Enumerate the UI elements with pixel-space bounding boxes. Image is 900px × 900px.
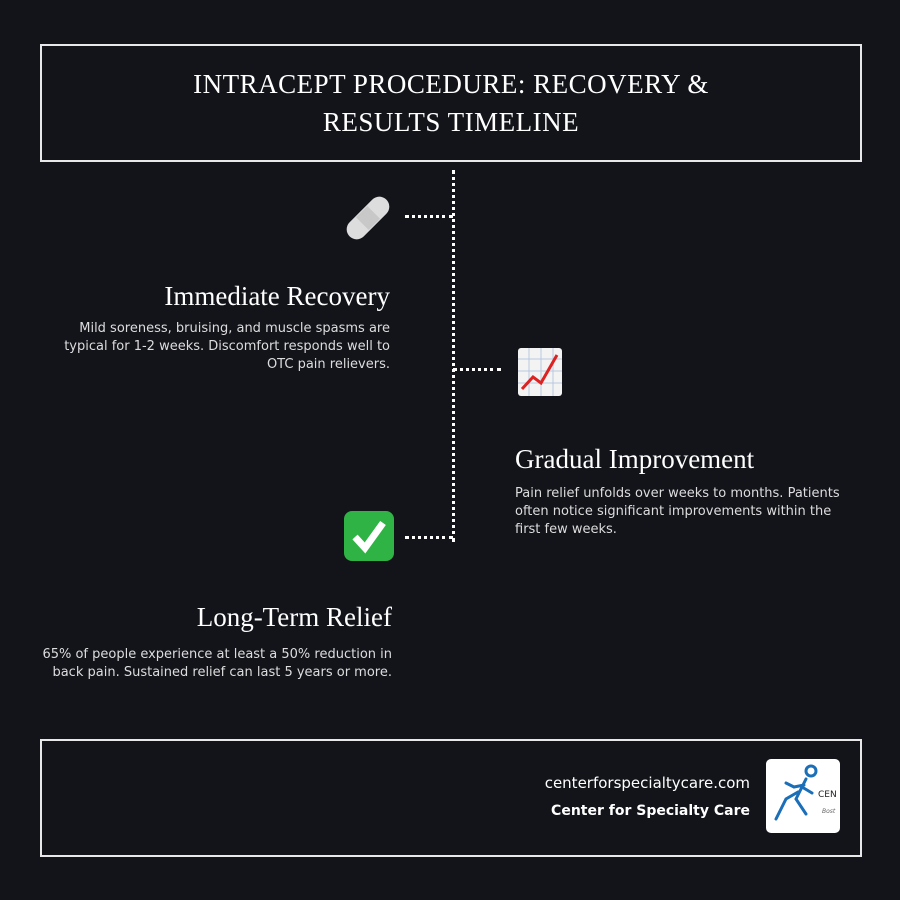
chart-increasing-icon	[518, 348, 562, 396]
organization-name: Center for Specialty Care	[551, 803, 750, 819]
svg-text:CEN: CEN	[818, 790, 837, 800]
timeline-line	[452, 170, 455, 542]
website-link[interactable]: centerforspecialtycare.com	[544, 774, 750, 792]
page-title: Intracept Procedure: Recovery & Results …	[193, 69, 709, 137]
connector	[405, 215, 453, 218]
connector	[453, 368, 501, 371]
step-text: Pain relief unfolds over weeks to months…	[515, 486, 840, 537]
step-heading: Gradual Improvement	[515, 444, 755, 474]
footer: centerforspecialtycare.com Center for Sp…	[40, 739, 862, 857]
connector	[405, 536, 453, 539]
title-box: Intracept Procedure: Recovery & Results …	[40, 44, 862, 162]
step-text: 65% of people experience at least a 50% …	[42, 647, 392, 680]
runner-logo-icon: CEN Bost	[774, 764, 837, 821]
bandage-icon	[346, 196, 390, 240]
step-heading: Long-Term Relief	[196, 602, 392, 632]
step-text: Mild soreness, bruising, and muscle spas…	[64, 321, 390, 372]
check-mark-icon	[344, 511, 394, 561]
step-heading: Immediate Recovery	[164, 281, 390, 311]
svg-text:Bost: Bost	[822, 808, 836, 815]
logo: CEN Bost	[766, 759, 840, 833]
